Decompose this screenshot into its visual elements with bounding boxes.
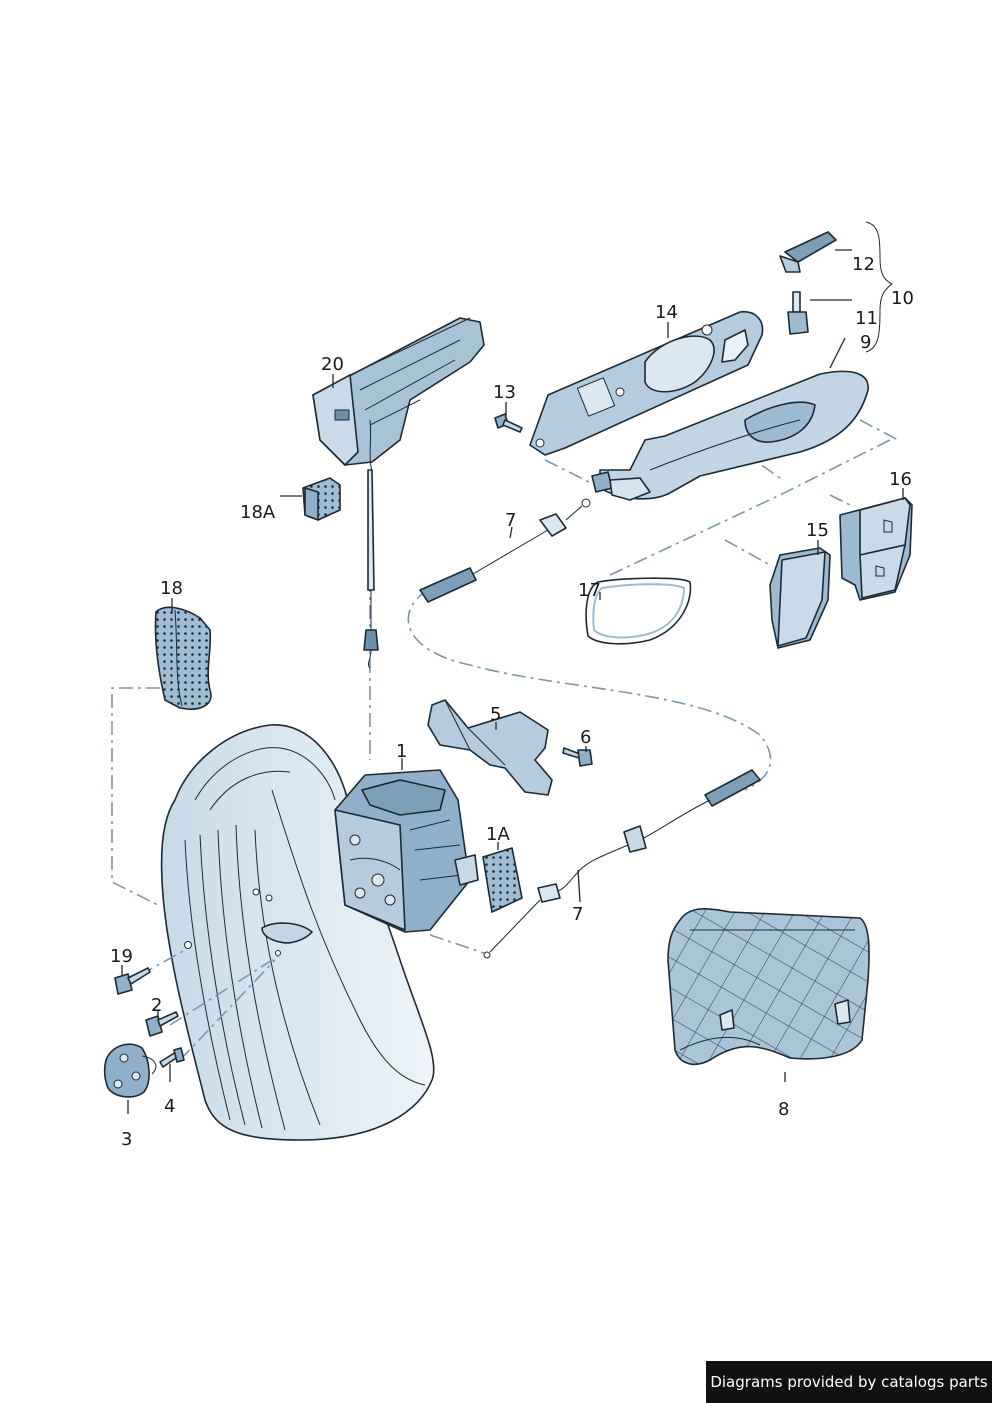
- part-12-lock-knob: [779, 231, 837, 273]
- label-6: 6: [580, 727, 591, 748]
- part-18-foam-pad: [154, 606, 212, 710]
- label-11: 11: [855, 308, 878, 329]
- part-15-trim-cover: [769, 547, 831, 649]
- part-7-cable-lower: [483, 769, 761, 959]
- part-5-bracket: [427, 699, 553, 796]
- part-1-door-lock: [334, 769, 479, 933]
- label-3: 3: [121, 1129, 132, 1150]
- label-9: 9: [860, 332, 871, 353]
- label-7-lower: 7: [572, 904, 583, 925]
- door-inner-panel: [160, 724, 435, 1141]
- leader-lines: [121, 249, 904, 1114]
- label-2: 2: [151, 995, 162, 1016]
- label-8: 8: [778, 1099, 789, 1120]
- label-16: 16: [889, 469, 912, 490]
- label-1A: 1A: [486, 824, 510, 845]
- label-7-upper: 7: [505, 510, 516, 531]
- label-18A: 18A: [240, 502, 276, 523]
- part-4-screw: [159, 1047, 185, 1068]
- part-13-screw: [494, 413, 523, 433]
- part-3-striker-plate: [103, 1043, 157, 1098]
- label-15: 15: [806, 520, 829, 541]
- part-17-gasket: [585, 577, 692, 645]
- label-13: 13: [493, 382, 516, 403]
- part-19-screw: [114, 967, 151, 995]
- part-1A-foam-pad: [482, 847, 523, 913]
- callout-labels: 1 1A 2 3 4 5 6 7 7 8 9 10 11 12 13 14 15…: [110, 254, 914, 1150]
- label-14: 14: [655, 302, 678, 323]
- label-5: 5: [490, 704, 501, 725]
- part-11-pin: [787, 291, 809, 335]
- part-8-sealing-sheet: [667, 908, 870, 1066]
- credit-banner: Diagrams provided by catalogs parts: [706, 1361, 992, 1403]
- label-10: 10: [891, 288, 914, 309]
- label-4: 4: [164, 1096, 175, 1117]
- part-2-screw: [145, 1011, 179, 1037]
- label-18: 18: [160, 578, 183, 599]
- part-6-screw: [562, 747, 593, 767]
- bracket-10: [865, 221, 893, 353]
- part-7-cable-upper: [419, 498, 591, 603]
- label-19: 19: [110, 946, 133, 967]
- label-12: 12: [852, 254, 875, 275]
- label-1: 1: [396, 741, 407, 762]
- label-17: 17: [578, 580, 601, 601]
- part-16-door-switch: [839, 497, 913, 601]
- part-20-handle-carrier: [312, 317, 485, 669]
- part-9-inner-handle: [591, 370, 869, 501]
- part-18A-clip: [302, 477, 341, 521]
- label-20: 20: [321, 354, 344, 375]
- part-14-handle-bezel: [529, 310, 764, 456]
